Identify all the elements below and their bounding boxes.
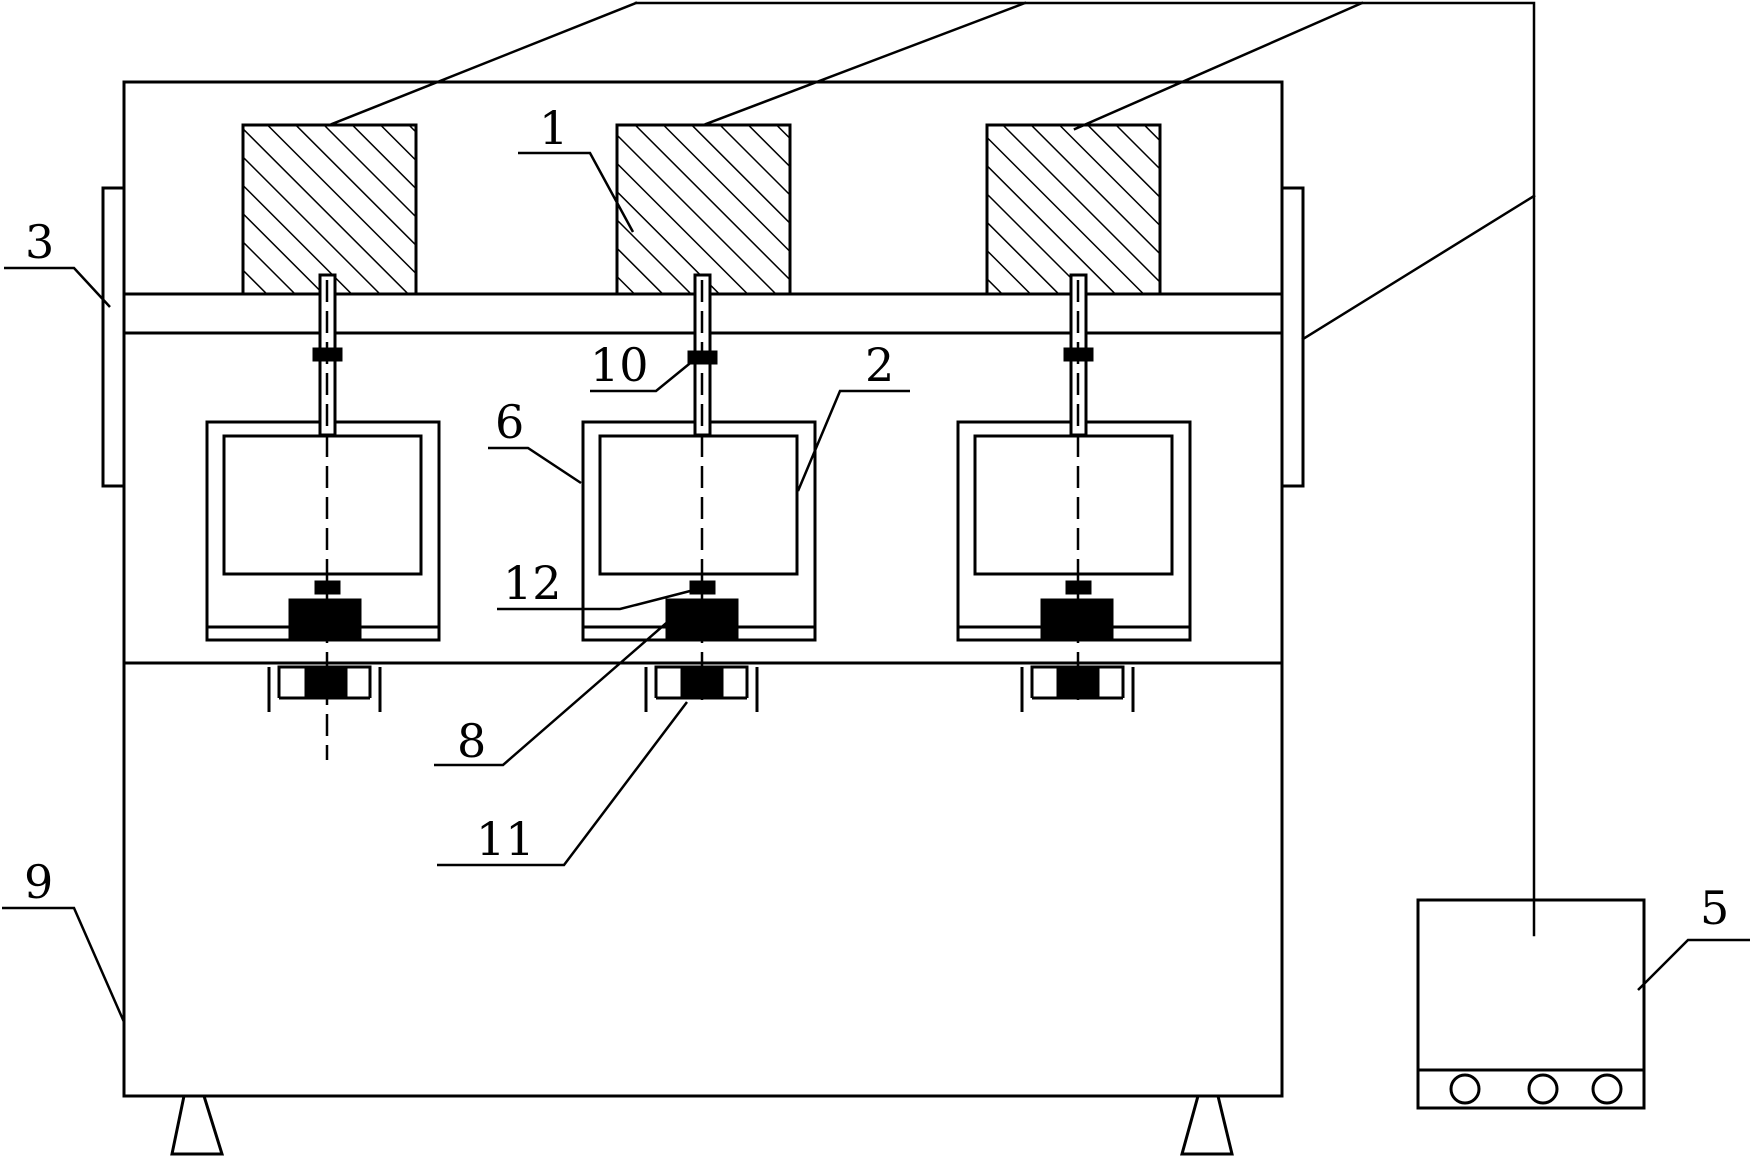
- control-knob-1: [1449, 1073, 1481, 1105]
- station-3: [956, 273, 1192, 712]
- leader-8: [434, 611, 680, 767]
- leader-11: [437, 701, 688, 867]
- motor-unit-3: [985, 123, 1162, 296]
- control-knob-2: [1527, 1073, 1559, 1105]
- leader-10: [590, 359, 695, 393]
- motor-unit-2: [615, 123, 792, 296]
- frame-leg-left: [170, 1094, 225, 1156]
- chamber-window: [222, 434, 423, 576]
- leader-6: [488, 446, 582, 485]
- wiring: [330, 1, 1536, 937]
- motor-unit-1: [241, 123, 418, 296]
- lower-holder: [288, 598, 362, 642]
- frame-leg-right: [1180, 1094, 1234, 1156]
- leader-lines: [2, 151, 1750, 1023]
- label-6: 6: [495, 395, 524, 449]
- leader-5: [1637, 938, 1750, 991]
- station-1: [205, 273, 441, 760]
- label-11: 11: [476, 812, 535, 866]
- leader-9: [2, 906, 126, 1023]
- label-9: 9: [24, 855, 53, 909]
- label-2: 2: [865, 338, 894, 392]
- leader-3: [4, 266, 111, 308]
- label-8: 8: [457, 714, 486, 768]
- chamber-window: [973, 434, 1174, 576]
- label-5: 5: [1700, 881, 1729, 935]
- label-10: 10: [590, 338, 649, 392]
- leader-2: [796, 389, 910, 492]
- label-1: 1: [539, 101, 568, 155]
- label-3: 3: [25, 215, 54, 269]
- station-2: [581, 273, 817, 712]
- leader-1: [518, 151, 635, 233]
- chamber-window: [598, 434, 799, 576]
- label-12: 12: [503, 556, 562, 610]
- side-mount-right: [1280, 186, 1305, 488]
- control-box: [1416, 898, 1646, 1110]
- control-knob-3: [1591, 1073, 1623, 1105]
- side-mount-left: [101, 186, 126, 488]
- leader-12: [497, 588, 695, 611]
- bearing-seat: [267, 665, 382, 712]
